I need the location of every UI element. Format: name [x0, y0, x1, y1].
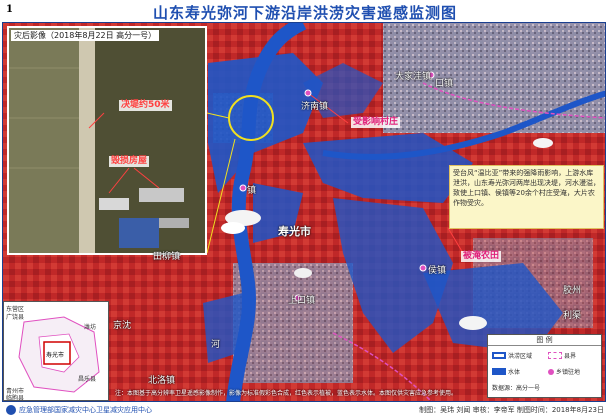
- place-liqi: 利渠: [563, 311, 582, 321]
- flood-swatch: [492, 352, 506, 359]
- place-jinan: 济南镇: [301, 102, 329, 112]
- place-dajiawa: 大家洼镇: [395, 72, 432, 82]
- location-map: 东营区 广饶县 寿光市 青州市 临朐县 昌乐县 潍坊: [3, 301, 109, 401]
- place-he: 河: [211, 340, 221, 350]
- loc-label-1: 广饶县: [6, 314, 25, 321]
- agency-logo-icon: [6, 405, 16, 415]
- town-marker-icon: [548, 368, 554, 375]
- water-swatch: [492, 368, 506, 375]
- legend-item-water: 水体: [492, 367, 520, 376]
- place-jiaozhou: 胶州: [563, 286, 582, 296]
- place-town: 镇: [247, 186, 257, 196]
- county-swatch: [548, 352, 562, 359]
- legend-label-town: 乡镇驻地: [556, 369, 581, 376]
- page-number: 1: [6, 4, 13, 15]
- inset-image: 灾后影像（2018年8月22日 高分一号） 决堤约50米 毁损房屋: [7, 26, 207, 255]
- flooded-farmland-label: 被淹农田: [461, 251, 502, 262]
- data-note: 注：本图基于高分辨率卫星遥感影像制作，影像为标准假彩色合成，红色表示植被，蓝色表…: [115, 390, 458, 397]
- place-jingshen: 京沈: [113, 321, 132, 331]
- loc-label-0: 东营区: [6, 306, 25, 313]
- footer-right: 制图：吴玮 刘闻 审核：李帝军 制图时间：2018年8月23日: [419, 406, 604, 414]
- legend-label-county: 县界: [564, 353, 577, 360]
- legend-label-water: 水体: [508, 369, 521, 376]
- damaged-houses-label: 毁损房屋: [109, 156, 150, 167]
- description-note: 受台风“温比亚”带来的强降雨影响，上游水库泄洪，山东寿光弥河两岸出现决堤，河水漫…: [449, 165, 604, 229]
- map-title: 山东寿光弥河下游沿岸洪涝灾害遥感监测图: [152, 4, 457, 22]
- loc-label-3: 青州市: [6, 388, 25, 395]
- affected-village-label: 受影响村庄: [351, 117, 401, 128]
- legend-label-flood: 洪涝区域: [508, 353, 533, 360]
- data-source: 数据源：高分一号: [492, 385, 541, 392]
- loc-label-6: 潍坊: [84, 324, 97, 331]
- inset-graphic: [9, 28, 205, 253]
- place-kou: 口镇: [435, 79, 454, 89]
- place-tianliu: 田柳镇: [153, 252, 181, 262]
- legend-item-flood: 洪涝区域: [492, 351, 532, 360]
- place-beiluo: 北洛镇: [148, 376, 176, 386]
- legend-title: 图 例: [488, 335, 601, 346]
- place-shangkou: 上口镇: [288, 296, 316, 306]
- place-shouguang: 寿光市: [278, 225, 311, 238]
- location-map-graphic: [4, 302, 108, 400]
- loc-label-5: 昌乐县: [78, 376, 97, 383]
- footer-left: 应急管理部国家减灾中心卫星减灾应用中心: [6, 405, 152, 415]
- legend-item-county: 县界: [548, 351, 576, 360]
- legend: 图 例 洪涝区域 县界 水体 乡镇驻地 数据源：高分一号: [487, 334, 602, 398]
- levee-breach-label: 决堤约50米: [119, 100, 172, 111]
- inset-header: 灾后影像（2018年8月22日 高分一号）: [11, 30, 160, 41]
- satellite-map[interactable]: 灾后影像（2018年8月22日 高分一号） 决堤约50米 毁损房屋 受影响村庄 …: [2, 22, 606, 402]
- footer-left-text: 应急管理部国家减灾中心卫星减灾应用中心: [19, 406, 152, 414]
- loc-label-2: 寿光市: [46, 352, 65, 359]
- place-hou: 侯镇: [428, 266, 447, 276]
- legend-item-town: 乡镇驻地: [548, 367, 580, 376]
- loc-label-4: 临朐县: [6, 395, 25, 401]
